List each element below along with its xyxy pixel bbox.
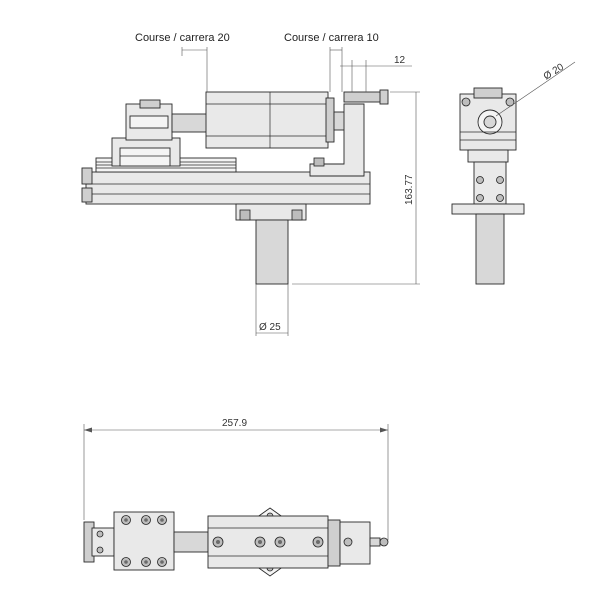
stroke-20-label: Course / carrera 20 bbox=[135, 32, 230, 44]
front-view-dimensions: Course / carrera 20 Course / carrera 10 … bbox=[135, 32, 420, 336]
dim-pin-diameter-label: Ø 20 bbox=[542, 61, 567, 82]
front-view bbox=[81, 89, 389, 285]
side-shaft bbox=[475, 213, 505, 285]
dim-rod-diameter-label: Ø 25 bbox=[259, 322, 281, 333]
base-plate bbox=[85, 171, 371, 205]
dim-12-label: 12 bbox=[394, 55, 406, 66]
side-base bbox=[451, 203, 525, 215]
vertical-bracket bbox=[309, 103, 365, 177]
base-end-cap bbox=[81, 167, 93, 185]
dim-total-length-label: 257.9 bbox=[222, 418, 247, 429]
support-shaft bbox=[255, 219, 289, 285]
top-view-dimensions: 257.9 bbox=[83, 418, 389, 540]
main-cylinder bbox=[205, 91, 329, 149]
side-view: Ø 20 bbox=[451, 61, 576, 285]
top-view bbox=[83, 507, 389, 577]
top-stop-knob bbox=[379, 537, 389, 547]
top-cylinder-body bbox=[207, 515, 329, 569]
stroke-10-label: Course / carrera 10 bbox=[284, 32, 379, 44]
piston-rod-left bbox=[171, 113, 209, 133]
top-piston-rod bbox=[173, 531, 209, 553]
dim-height-label: 163.77 bbox=[404, 174, 415, 205]
